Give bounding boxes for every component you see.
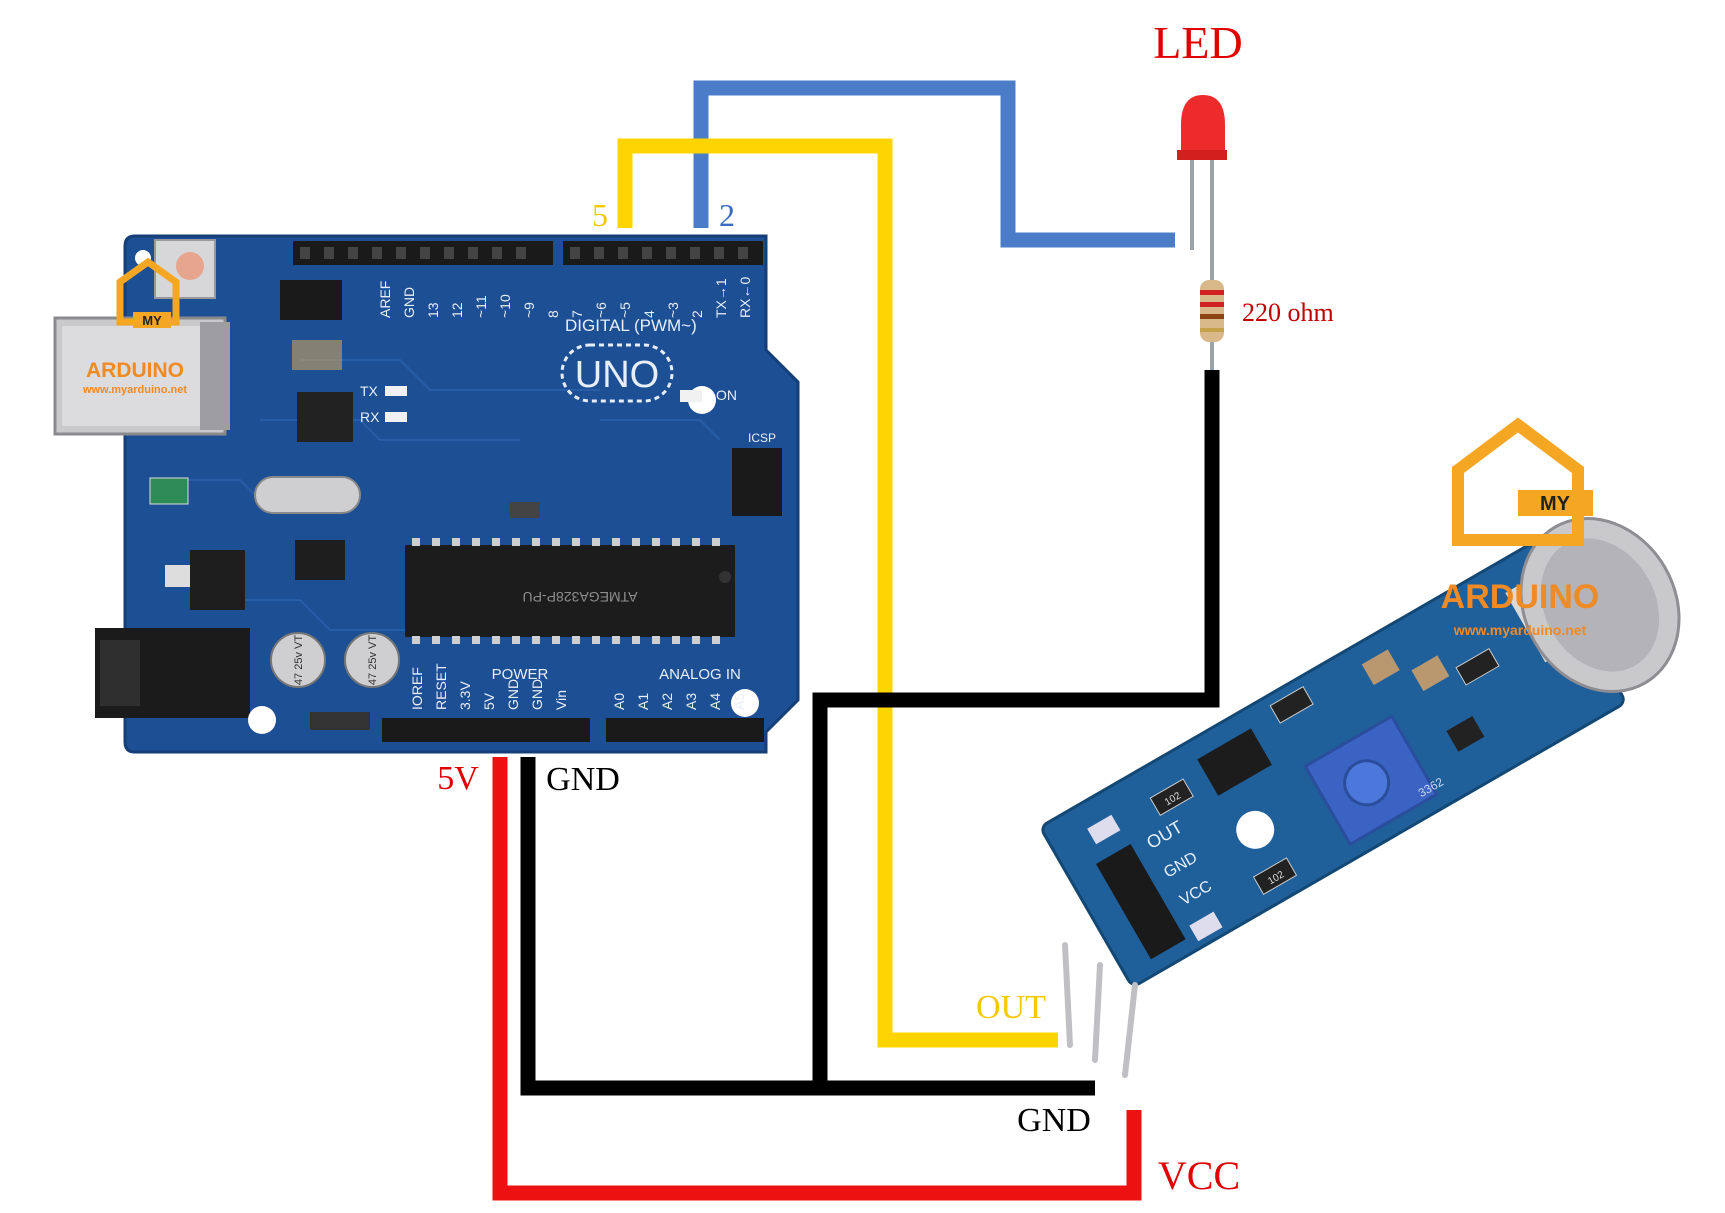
- wires: [492, 80, 1220, 1201]
- digital-header-label: DIGITAL (PWM~): [565, 316, 697, 335]
- sensor-vcc-label: VCC: [1158, 1153, 1240, 1198]
- power-jack: [95, 628, 250, 718]
- pin-label: GND: [401, 287, 417, 318]
- icsp-label: ICSP: [748, 431, 776, 445]
- watermark-large-url: www.myarduino.net: [1453, 622, 1587, 638]
- rx-label: RX: [360, 409, 380, 425]
- chip-label: ATMEGA328P-PU: [523, 589, 638, 605]
- watermark-small-url: www.myarduino.net: [82, 384, 187, 396]
- pin-label: IOREF: [409, 667, 425, 710]
- led-component: [1177, 95, 1227, 250]
- pin-5v-label: 5V: [437, 760, 479, 797]
- wire-5v-vcc: [492, 757, 1142, 1201]
- resistor-component: [1200, 250, 1224, 370]
- sensor-out-label: OUT: [976, 989, 1046, 1026]
- cap-label-2: 47 25v VT: [367, 635, 379, 685]
- icsp2-header: [280, 280, 342, 370]
- on-label: ON: [716, 387, 737, 403]
- capacitor-2: 47 25v VT: [344, 632, 400, 688]
- pin-label: TX→1: [713, 278, 729, 318]
- pin-label: 7: [569, 310, 585, 318]
- board-name: UNO: [575, 354, 659, 396]
- cap-label-1: 47 25v VT: [293, 635, 305, 685]
- pin-label: A0: [611, 693, 627, 710]
- pin-label: GND: [505, 679, 521, 710]
- wire-led-gnd: [812, 370, 1220, 1088]
- pin-label: RX←0: [737, 277, 753, 318]
- pin-label: A5: [731, 693, 747, 710]
- sound-sensor-module: 3362 102 102 OUT GND VCC: [1041, 517, 1681, 1078]
- watermark-large: MY ARDUINO www.myarduino.net: [1441, 417, 1600, 638]
- pin-label: ~9: [521, 302, 537, 318]
- watermark-large-my: MY: [1540, 493, 1571, 515]
- pin-label: RESET: [433, 663, 449, 710]
- digital-header: [293, 241, 763, 265]
- pin-label: ~5: [617, 302, 633, 318]
- wire-pin5-out: [617, 138, 1058, 1048]
- pin-gnd-label: GND: [546, 761, 620, 798]
- pin-label: 4: [641, 310, 657, 318]
- pin-label: ~11: [473, 295, 489, 318]
- capacitor-1: 47 25v VT: [270, 632, 326, 688]
- led-label: LED: [1153, 17, 1242, 68]
- pin-label: A2: [659, 693, 675, 710]
- reset-button: [154, 239, 216, 299]
- watermark-small-my: MY: [142, 313, 162, 328]
- power-pin-labels: IOREF RESET 3.3V 5V GND GND Vin: [409, 663, 569, 710]
- tx-label: TX: [360, 383, 379, 399]
- pin-label: 3.3V: [457, 681, 473, 710]
- watermark-small-name: ARDUINO: [86, 359, 184, 382]
- icsp-header: ICSP: [732, 431, 782, 516]
- analog-header-label: ANALOG IN: [659, 666, 741, 683]
- atmega-chip: ATMEGA328P-PU: [405, 538, 735, 644]
- pin-5-label: 5: [592, 197, 608, 233]
- pin-label: GND: [529, 679, 545, 710]
- pin-label: A3: [683, 693, 699, 710]
- pin-label: 2: [689, 310, 705, 318]
- pin-label: 5V: [481, 692, 497, 710]
- resistor-label: 220 ohm: [1242, 298, 1334, 327]
- analog-pin-labels: A0 A1 A2 A3 A4 A5: [611, 693, 747, 710]
- pin-label: 12: [449, 302, 465, 318]
- usb-port: [53, 316, 230, 436]
- pin-label: ~6: [593, 302, 609, 318]
- power-header: [382, 718, 764, 742]
- pin-label: Vin: [553, 690, 569, 710]
- pin-label: A1: [635, 693, 651, 710]
- pin-label: 13: [425, 302, 441, 318]
- wire-pin2-led: [693, 80, 1175, 248]
- power-header-label: POWER: [492, 666, 549, 683]
- watermark-large-name: ARDUINO: [1441, 578, 1600, 616]
- pin-label: ~10: [497, 294, 513, 318]
- sensor-gnd-label: GND: [1017, 1102, 1091, 1139]
- pin-label: ~3: [665, 302, 681, 318]
- pin-label: 8: [545, 310, 561, 318]
- uno-logo: UNO: [560, 343, 674, 403]
- wire-gnd-sensor: [520, 757, 1095, 1096]
- pin-label: A4: [707, 693, 723, 710]
- watermark-small: MY ARDUINO www.myarduino.net: [82, 257, 187, 396]
- pin-2-label: 2: [719, 197, 735, 233]
- pin-label: AREF: [377, 281, 393, 318]
